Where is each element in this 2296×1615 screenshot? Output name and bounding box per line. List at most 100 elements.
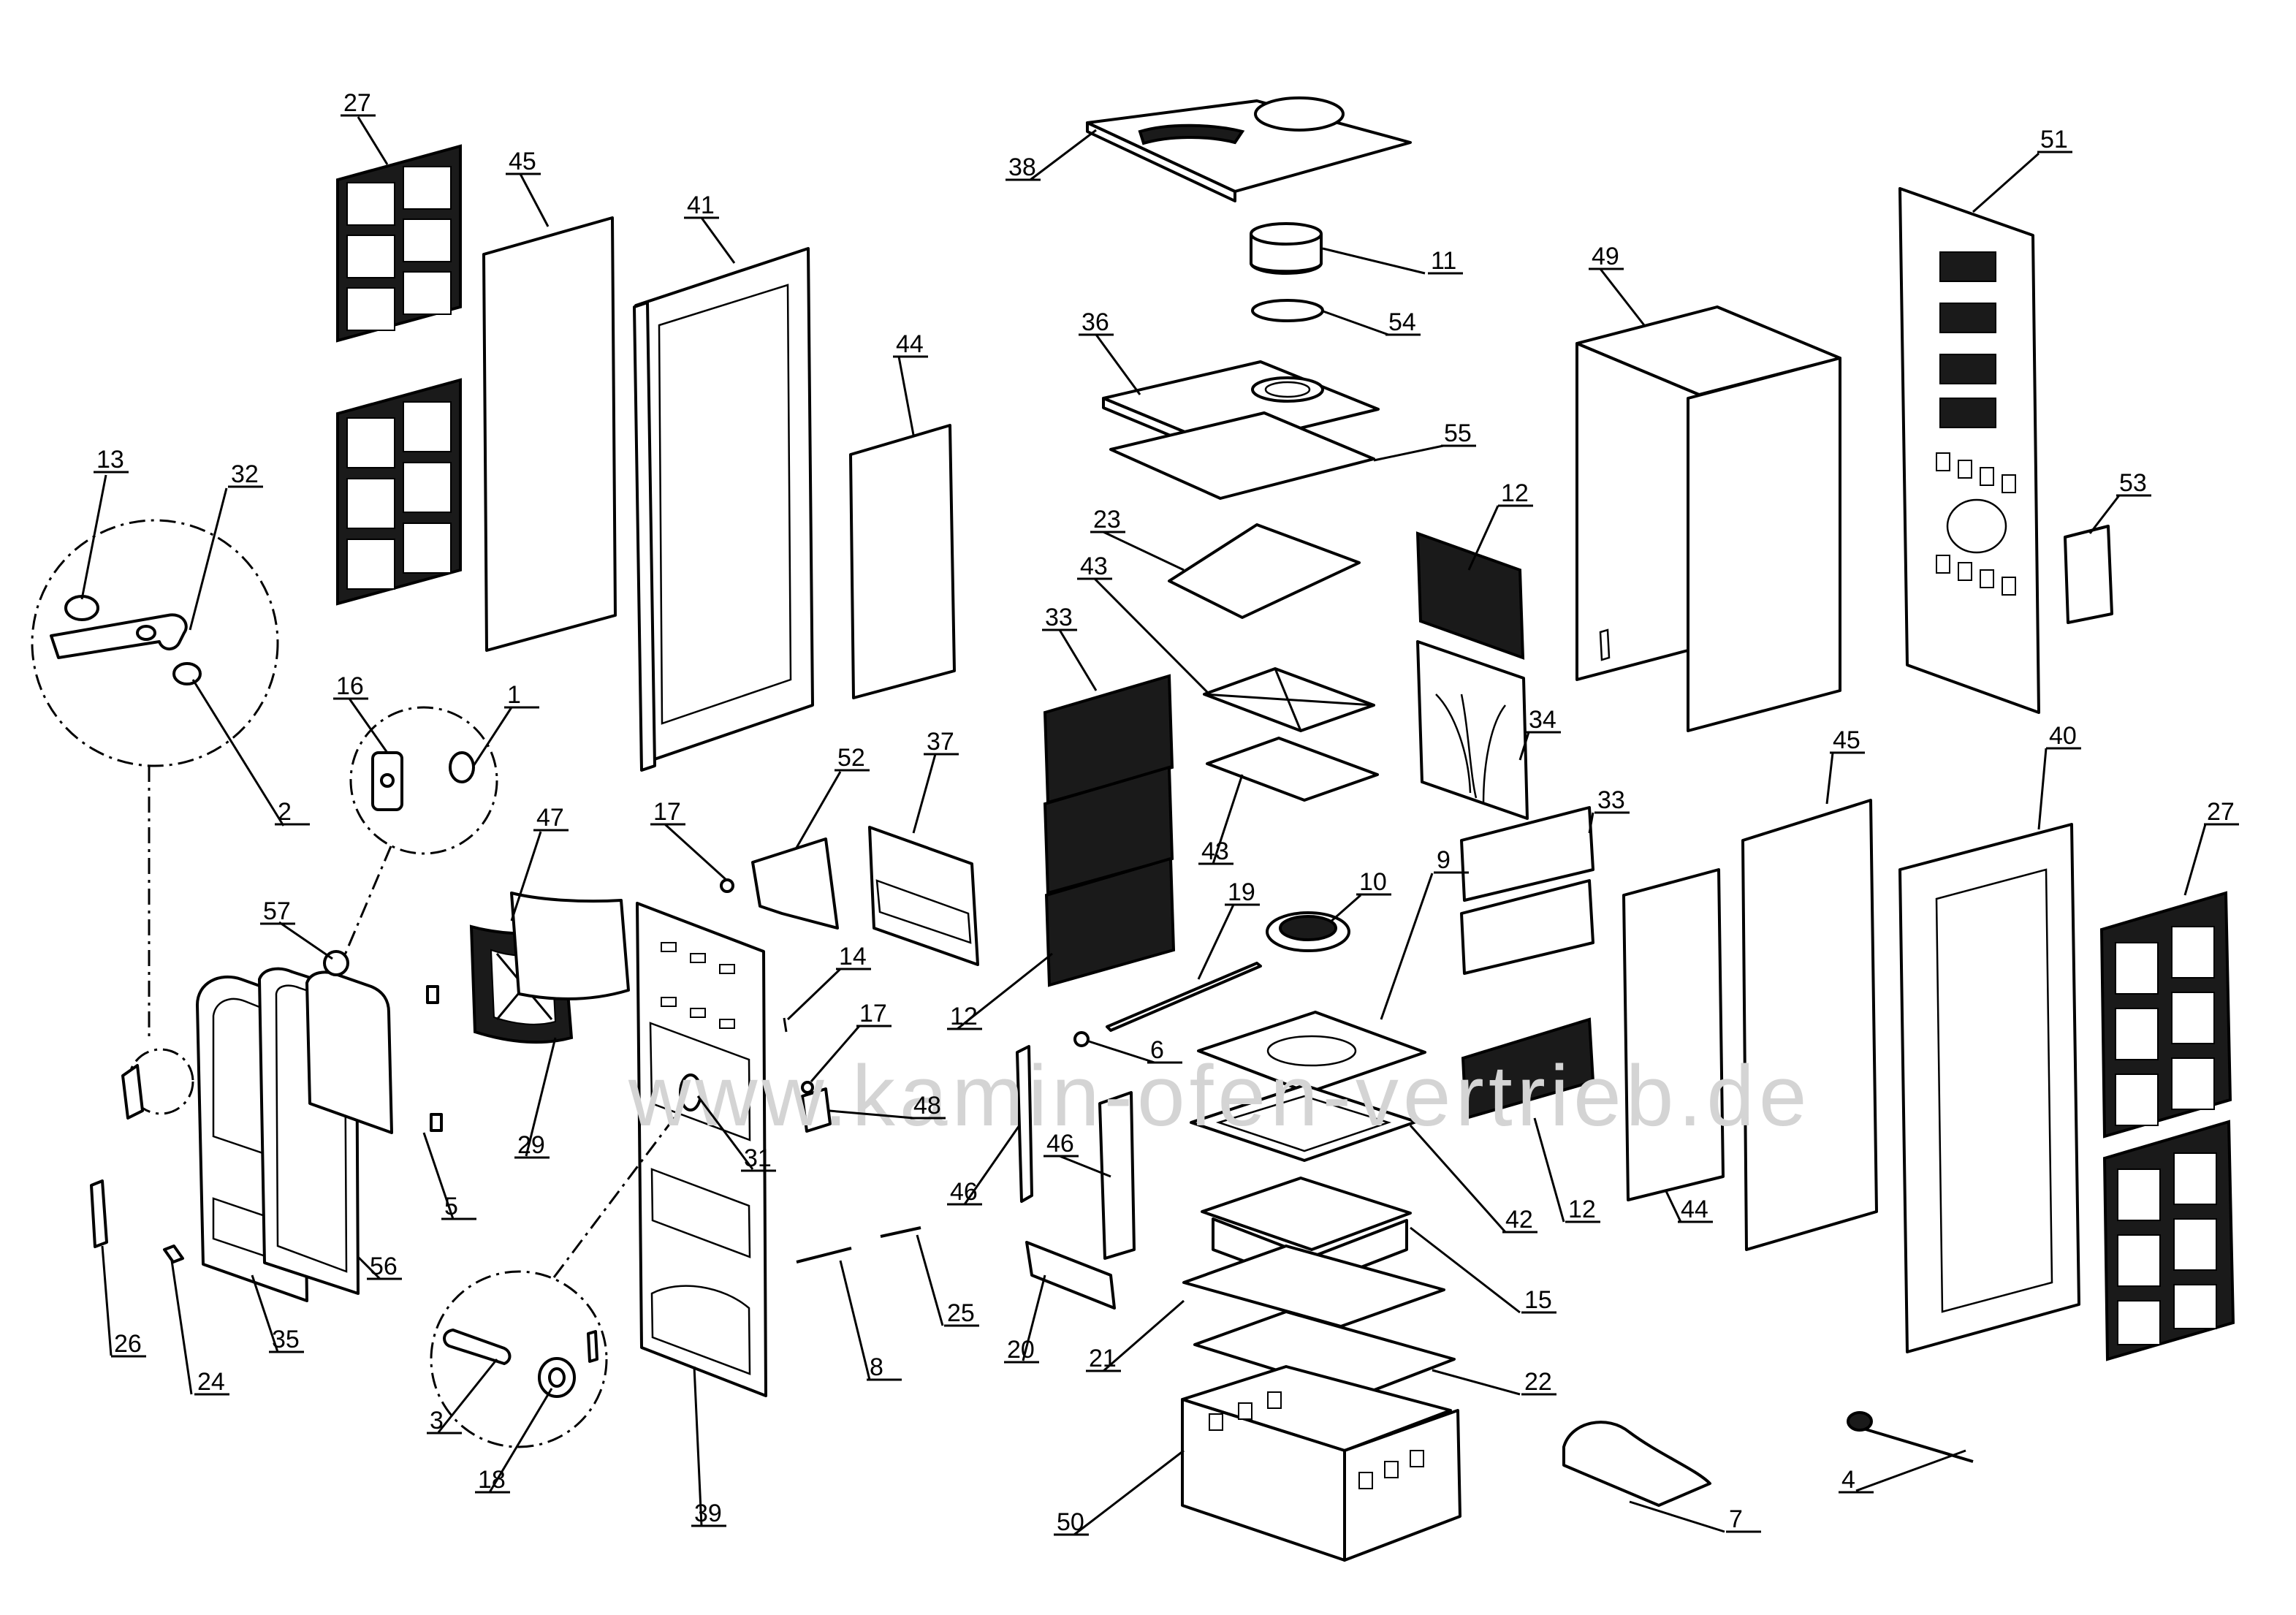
part-27-left-tile-grid bbox=[336, 144, 462, 606]
leader-line-p49 bbox=[1599, 268, 1646, 326]
part-34-rear-wall bbox=[1416, 640, 1529, 820]
leader-line-p38 bbox=[1030, 129, 1097, 181]
part-23-baffle bbox=[1168, 523, 1361, 619]
leader-line-p37 bbox=[912, 753, 937, 834]
part-9-grate-plate bbox=[1197, 1011, 1426, 1094]
part-44-left-sheet bbox=[849, 424, 956, 699]
part-label-p20: 20 bbox=[1007, 1336, 1035, 1364]
part-label-p50: 50 bbox=[1057, 1508, 1084, 1536]
leader-line-p17a bbox=[664, 823, 729, 882]
part-label-p46b: 46 bbox=[1046, 1130, 1074, 1158]
part-label-p22: 22 bbox=[1524, 1368, 1552, 1396]
leader-line-p43b bbox=[1212, 774, 1244, 864]
part-label-p39: 39 bbox=[694, 1500, 722, 1527]
leader-line-p43a bbox=[1093, 577, 1211, 696]
part-label-p40: 40 bbox=[2049, 722, 2077, 750]
part-19-poker-rod bbox=[1106, 962, 1262, 1032]
part-43-frames bbox=[1203, 667, 1379, 802]
leader-line-p24 bbox=[170, 1260, 193, 1395]
part-17-screw-lower bbox=[801, 1081, 814, 1094]
part-46-side-strip-right bbox=[1098, 1091, 1136, 1260]
part-41-side-frame bbox=[633, 247, 814, 772]
part-label-p43a: 43 bbox=[1080, 552, 1108, 580]
leader-line-p12b bbox=[957, 952, 1053, 1030]
part-39-front-panel bbox=[636, 902, 767, 1397]
part-8-rod bbox=[796, 1247, 852, 1264]
leader-line-p45b bbox=[1825, 752, 1834, 805]
leader-line-p7 bbox=[1629, 1500, 1725, 1533]
part-17-screw-upper bbox=[720, 878, 734, 893]
part-label-p7: 7 bbox=[1729, 1505, 1743, 1533]
part-label-p25: 25 bbox=[947, 1299, 975, 1327]
part-label-p21: 21 bbox=[1089, 1345, 1117, 1372]
watermark-text: www.kamin-ofen-vertrieb.de bbox=[628, 1048, 1811, 1144]
leader-line-p19 bbox=[1197, 904, 1235, 980]
part-25-rod bbox=[880, 1226, 921, 1238]
part-label-p32: 32 bbox=[231, 460, 259, 488]
part-label-p6: 6 bbox=[1150, 1036, 1164, 1064]
leader-line-p12a bbox=[1467, 505, 1499, 571]
leader-line-p13 bbox=[80, 474, 107, 600]
part-label-p46a: 46 bbox=[950, 1178, 978, 1206]
leader-line-p16 bbox=[348, 698, 389, 753]
leader-line-p32 bbox=[189, 487, 228, 631]
part-label-p17b: 17 bbox=[859, 1000, 887, 1027]
part-label-p38: 38 bbox=[1008, 153, 1036, 181]
leader-line-p46b bbox=[1059, 1155, 1111, 1178]
leader-line-p21 bbox=[1103, 1299, 1185, 1372]
part-label-p33a: 33 bbox=[1045, 604, 1073, 631]
leader-line-p11 bbox=[1322, 247, 1426, 275]
part-44-right-sheet bbox=[1622, 868, 1725, 1201]
part-label-p36: 36 bbox=[1082, 308, 1109, 336]
part-label-p17a: 17 bbox=[653, 798, 681, 826]
leader-line-p14 bbox=[786, 968, 842, 1021]
leader-line-p3 bbox=[437, 1358, 498, 1433]
leader-line-p10 bbox=[1329, 894, 1361, 924]
leader-line-p33b bbox=[1588, 812, 1594, 834]
part-label-p13: 13 bbox=[96, 446, 124, 474]
part-label-p34: 34 bbox=[1529, 706, 1556, 734]
leader-line-p20 bbox=[1022, 1274, 1046, 1361]
part-52-bracket bbox=[751, 837, 839, 930]
leader-line-p22 bbox=[1432, 1369, 1521, 1396]
part-label-p12a: 12 bbox=[1501, 479, 1529, 507]
leader-line-p51 bbox=[1972, 152, 2040, 213]
part-label-p56: 56 bbox=[370, 1253, 398, 1280]
part-label-p3: 3 bbox=[430, 1407, 444, 1434]
part-label-p51: 51 bbox=[2040, 126, 2068, 153]
part-24-pin bbox=[163, 1244, 184, 1264]
part-label-p24: 24 bbox=[197, 1368, 225, 1396]
part-hinge-plate-upper bbox=[426, 985, 439, 1004]
leader-line-p53 bbox=[2088, 495, 2121, 534]
part-21-frame bbox=[1182, 1244, 1445, 1328]
part-20-plate bbox=[1025, 1241, 1116, 1310]
part-37-deflector bbox=[868, 826, 979, 966]
part-label-p43b: 43 bbox=[1201, 837, 1229, 865]
part-label-p48: 48 bbox=[913, 1092, 941, 1120]
part-42-frame bbox=[1190, 1084, 1418, 1162]
part-label-p54: 54 bbox=[1388, 308, 1416, 336]
part-label-p9: 9 bbox=[1437, 846, 1451, 874]
leader-line-p50 bbox=[1073, 1449, 1185, 1536]
part-54-gasket-ring bbox=[1251, 299, 1324, 322]
part-40-door-frame bbox=[1898, 823, 2080, 1353]
part-label-p12c: 12 bbox=[1568, 1196, 1596, 1223]
leader-line-p34 bbox=[1518, 732, 1530, 761]
part-label-p44b: 44 bbox=[1681, 1196, 1708, 1223]
leader-line-p8 bbox=[839, 1260, 871, 1380]
leader-line-p46a bbox=[963, 1125, 1021, 1205]
leader-line-p29 bbox=[525, 1037, 557, 1157]
leader-line-p33a bbox=[1058, 629, 1098, 691]
part-label-p16: 16 bbox=[336, 672, 364, 700]
part-label-p18: 18 bbox=[478, 1466, 506, 1494]
part-label-p44a: 44 bbox=[896, 330, 924, 358]
part-label-p27b: 27 bbox=[2207, 798, 2235, 826]
part-14-bolt bbox=[783, 1017, 788, 1033]
leader-line-p52 bbox=[795, 771, 842, 848]
leader-line-p23 bbox=[1103, 531, 1185, 571]
part-label-p23: 23 bbox=[1093, 506, 1121, 533]
part-label-p52: 52 bbox=[837, 744, 865, 772]
part-33-right-grates bbox=[1460, 806, 1595, 1120]
leader-line-p1 bbox=[472, 707, 513, 767]
